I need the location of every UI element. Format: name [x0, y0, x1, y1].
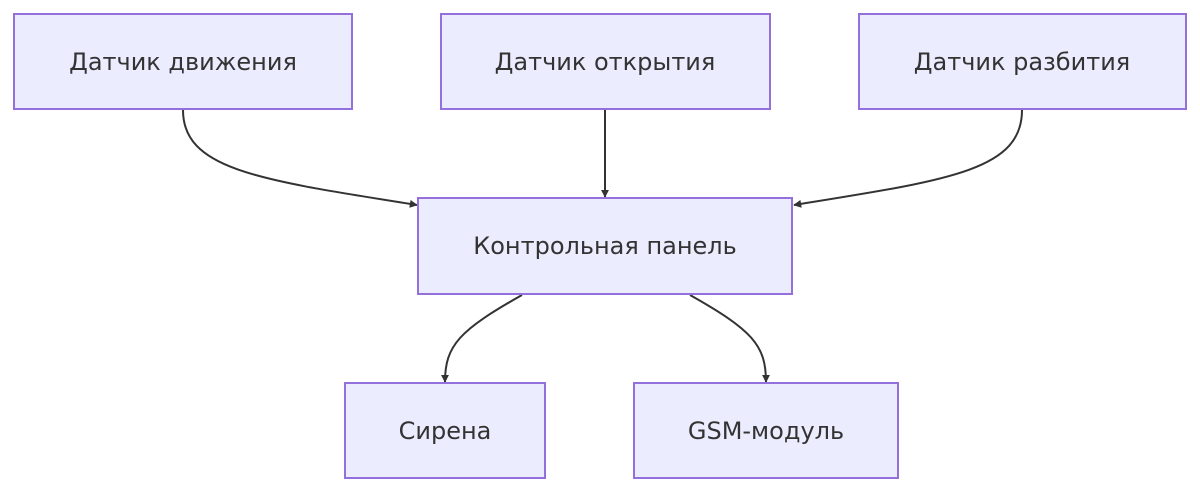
node-box	[344, 382, 546, 479]
node-label: Датчик открытия	[495, 48, 716, 76]
node-siren: Сирена	[344, 382, 546, 479]
node-label: Сирена	[399, 417, 492, 445]
edges	[182, 109, 1023, 383]
node-open-sensor: Датчик открытия	[440, 13, 771, 110]
node-label: GSM-модуль	[688, 417, 844, 445]
node-box	[440, 13, 771, 110]
node-box	[417, 197, 793, 295]
node-label: Датчик разбития	[914, 48, 1130, 76]
node-box	[858, 13, 1187, 110]
node-break-sensor: Датчик разбития	[858, 13, 1187, 110]
node-control-panel: Контрольная панель	[417, 197, 793, 295]
node-box	[13, 13, 353, 110]
node-box	[633, 382, 899, 479]
edge-break-to-panel	[793, 109, 1023, 208]
node-label: Контрольная панель	[473, 232, 737, 260]
node-gsm-module: GSM-модуль	[633, 382, 899, 479]
edge-panel-to-siren	[441, 294, 523, 383]
node-label: Датчик движения	[69, 48, 297, 76]
edge-motion-to-panel	[182, 109, 418, 208]
node-motion-sensor: Датчик движения	[13, 13, 353, 110]
edge-panel-to-gsm	[689, 294, 770, 383]
